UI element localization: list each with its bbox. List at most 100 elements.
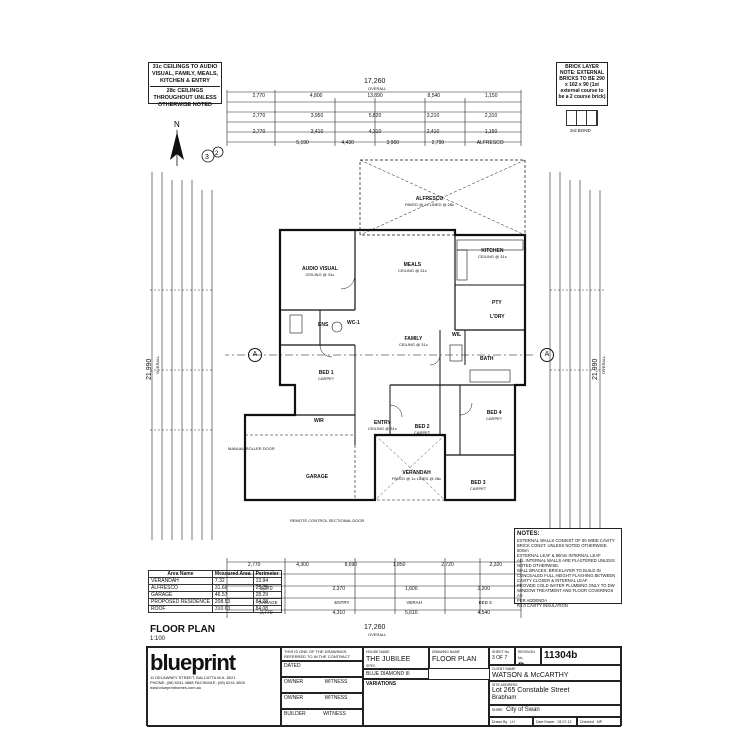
room-wir: WIR (314, 418, 324, 424)
cell: 208.53 (211, 598, 254, 606)
room-detail: PAVED @ 1c LINED @ 28c (405, 202, 455, 207)
checked-value: MP (596, 720, 603, 724)
brand-cell: blueprint 11 DELAWNEY STREET, BALCATTA W… (147, 647, 281, 727)
door-note: REMOTE CONTROL SECTIONAL DOOR (290, 518, 365, 523)
house-name-cell: HOUSE NAME THE JUBILEE SPEC (363, 647, 429, 669)
room-detail: PAVED @ 1c LINED @ 28c (392, 476, 442, 481)
title-block: blueprint 11 DELAWNEY STREET, BALCATTA W… (146, 646, 622, 727)
date-drawn-cell: Date Drawn 03-07-12 (533, 717, 577, 727)
room-bed1: BED 1 CARPET (318, 370, 334, 382)
dim-value: 4,800 (309, 93, 323, 99)
door-note: MANUAL ROLLER DOOR (228, 446, 275, 451)
drawing-name: FLOOR PLAN (432, 656, 477, 663)
dim-value: 2,770 (252, 93, 265, 99)
cell: 84.08 (252, 605, 282, 613)
set-note-cell: THIS IS ONE OF THE DRAWINGS REFERRED TO … (281, 647, 363, 661)
room-name: WIR (314, 418, 324, 424)
drawing-scale: 1:100 (150, 636, 166, 642)
overall-width-top-label: OVERALL (368, 86, 387, 91)
cell: 7.32 (211, 577, 254, 585)
dim-value: 3,210 (426, 113, 440, 119)
sheet-cell: SHEET No. 3 OF 7 (489, 647, 515, 665)
room-alfresco: ALFRESCO PAVED @ 1c LINED @ 28c (405, 196, 454, 208)
room-detail: CARPET (414, 430, 431, 435)
room-name: BATH (480, 356, 494, 362)
room-name: FAMILY (404, 336, 423, 342)
room-family: FAMILY CEILING @ 31c (399, 336, 428, 348)
room-name: WIL (452, 332, 462, 338)
brick-layer-note: BRICK LAYER NOTE: EXTERNAL BRICKS TO BE … (556, 62, 608, 106)
sheet-value: 3 OF 7 (492, 655, 508, 661)
drawn-by-cell: Drawn By LH (489, 717, 533, 727)
room-meals: MEALS CEILING @ 31c (398, 262, 427, 274)
section-a-right: A (540, 348, 554, 362)
dim-value: 2,770 (252, 113, 266, 119)
room-detail: CEILING @ 31c (399, 342, 428, 347)
dim-value: 2,310 (484, 113, 498, 119)
date-label: Date Drawn (536, 720, 555, 724)
room-name: MEALS (403, 262, 422, 268)
witness-label: WITNESS (324, 695, 348, 701)
brick-bond-diagram (566, 110, 598, 126)
brand-phone: PHONE: (08) 6241 4888 FACSIMILE: (08) 62… (150, 680, 245, 685)
svg-text:3: 3 (205, 154, 209, 161)
room-name: ALFRESCO (415, 196, 444, 202)
owner-label: OWNER (284, 679, 304, 685)
note-line: BRICK CONST. UNLESS NOTED OTHERWISE. 50m… (517, 543, 608, 553)
room-kitchen: KITCHEN CEILING @ 31c (478, 248, 507, 260)
note-line: PROVIDE COLD WATER PLUMBING ONLY TO DW (517, 583, 615, 588)
house-name: THE JUBILEE (366, 656, 411, 663)
room-name: L'DRY (490, 314, 505, 320)
room-detail: CEILING @ 31c (398, 268, 427, 273)
dimension-lines-top (226, 90, 522, 146)
room-ldry: L'DRY (490, 314, 505, 320)
cell: 31.66 (211, 584, 254, 592)
dim-label: VERAH (406, 600, 422, 605)
client-cell: CLIENT NAME WATSON & McCARTHY (489, 665, 621, 681)
dim-value: 1,150 (484, 129, 498, 135)
cell: 84.08 (252, 598, 282, 606)
client-name: WATSON & McCARTHY (492, 672, 569, 679)
brand-logo: blueprint (150, 650, 236, 675)
overall-width-top: 17,260 (364, 78, 386, 85)
room-detail: CARPET (470, 486, 487, 491)
shire-cell: SHIRE City of Swan (489, 705, 621, 717)
note-line: PER ADDENDA (517, 598, 548, 603)
shire-label: SHIRE (492, 708, 503, 712)
drawing-title: FLOOR PLAN (150, 624, 215, 635)
brand-web: www.blueprinthomes.com.au (150, 685, 202, 690)
section-a-left: A (248, 348, 262, 362)
room-bed3: BED 3 CARPET (470, 480, 486, 492)
owner-witness-cell-1: OWNER WITNESS (281, 677, 363, 693)
room-name: ENS (318, 322, 329, 328)
dim-value: 1,600 (404, 586, 418, 592)
dim-value: 13,890 (367, 93, 383, 99)
note-line: NOTED OTHERWISE. (517, 563, 560, 568)
room-name: BED 3 (470, 480, 486, 486)
drawing-name-cell: DRAWING NAME FLOOR PLAN (429, 647, 489, 669)
dim-value: 2,200 (477, 586, 490, 592)
garage-sectional-door: REMOTE CONTROL SECTIONAL DOOR (290, 518, 364, 524)
bond-label: 3rd BOND (570, 128, 591, 133)
note-line: WINDOW TREATMENT AND FLOOR COVERINGS AS (517, 588, 614, 598)
brand-address: 11 DELAWNEY STREET, BALCATTA W.A. 6021 (150, 675, 236, 680)
dim-value: 5,820 (368, 113, 382, 119)
site-label: SITE ADDRESS (492, 683, 518, 687)
note-line: EXTERNAL WALLS CONSIST OF 90 WIDE CAVITY (517, 538, 615, 543)
top-dim-row-1: 2,770 4,800 13,890 8,540 1,150 (230, 93, 520, 99)
dim-label: BED 3 (478, 600, 492, 605)
dim-value: 2,320 (489, 562, 503, 568)
cell: GARAGE (148, 591, 213, 599)
owner-label: OWNER (284, 695, 304, 701)
drawing-name-label: DRAWING NAME (432, 650, 460, 654)
dim-value: 8,690 (344, 562, 358, 568)
ceilings-note-2: 28c CEILINGS THROUGHOUT UNLESS OTHERWISE… (153, 88, 217, 108)
overall-width-bottom: 17,260 (364, 624, 386, 631)
witness-label: WITNESS (324, 679, 348, 685)
revision-value: B (518, 661, 538, 664)
room-wil: WIL (452, 332, 461, 338)
